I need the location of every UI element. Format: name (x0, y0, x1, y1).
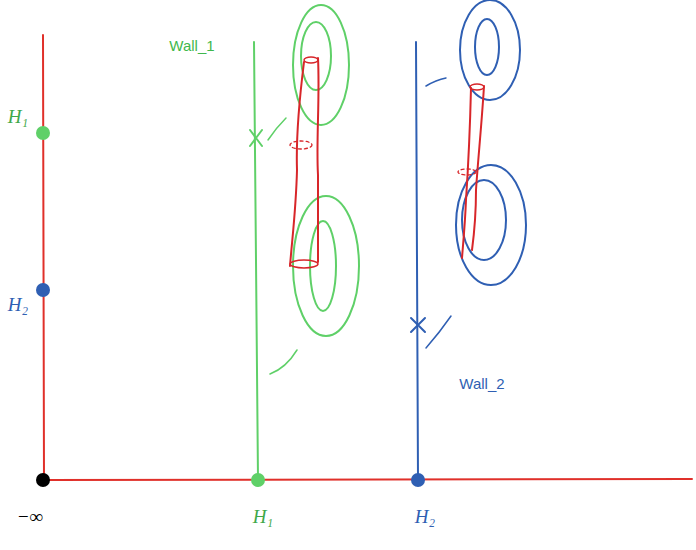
torus-inner (301, 22, 331, 90)
tube-end (290, 260, 318, 268)
leader-stroke (270, 350, 297, 374)
tube-section (290, 141, 312, 149)
leader-stroke (426, 316, 451, 348)
cross-mark (411, 318, 425, 332)
point-label: H₂ (415, 507, 435, 526)
point-label: H₁ (8, 107, 28, 126)
point-dot (36, 283, 50, 297)
point-dot (36, 473, 50, 487)
torus-outer (293, 5, 349, 125)
point-dot (411, 473, 425, 487)
horizontal-axis (43, 479, 692, 480)
torus-inner (475, 19, 499, 75)
torus-inner (462, 180, 506, 260)
wall-label: Wall_1 (169, 38, 214, 53)
cross-mark (250, 130, 262, 146)
tube-end (304, 57, 318, 63)
point-label: H₁ (253, 507, 273, 526)
point-label: −∞ (17, 507, 43, 526)
wall-line (254, 42, 258, 480)
tube-section (458, 169, 476, 175)
vertical-axis (43, 35, 44, 480)
torus-inner (310, 221, 336, 311)
point-dot (36, 126, 50, 140)
leader-stroke (268, 118, 286, 140)
leader-stroke (426, 78, 446, 86)
wall-label: Wall_2 (459, 376, 504, 391)
torus-outer (293, 196, 359, 336)
torus-outer (460, 0, 520, 100)
tube-surface (290, 58, 319, 266)
tube-end (470, 84, 484, 90)
tube-surface (462, 86, 484, 258)
point-label: H₂ (8, 295, 28, 314)
wall-line (416, 42, 418, 480)
point-dot (251, 473, 265, 487)
